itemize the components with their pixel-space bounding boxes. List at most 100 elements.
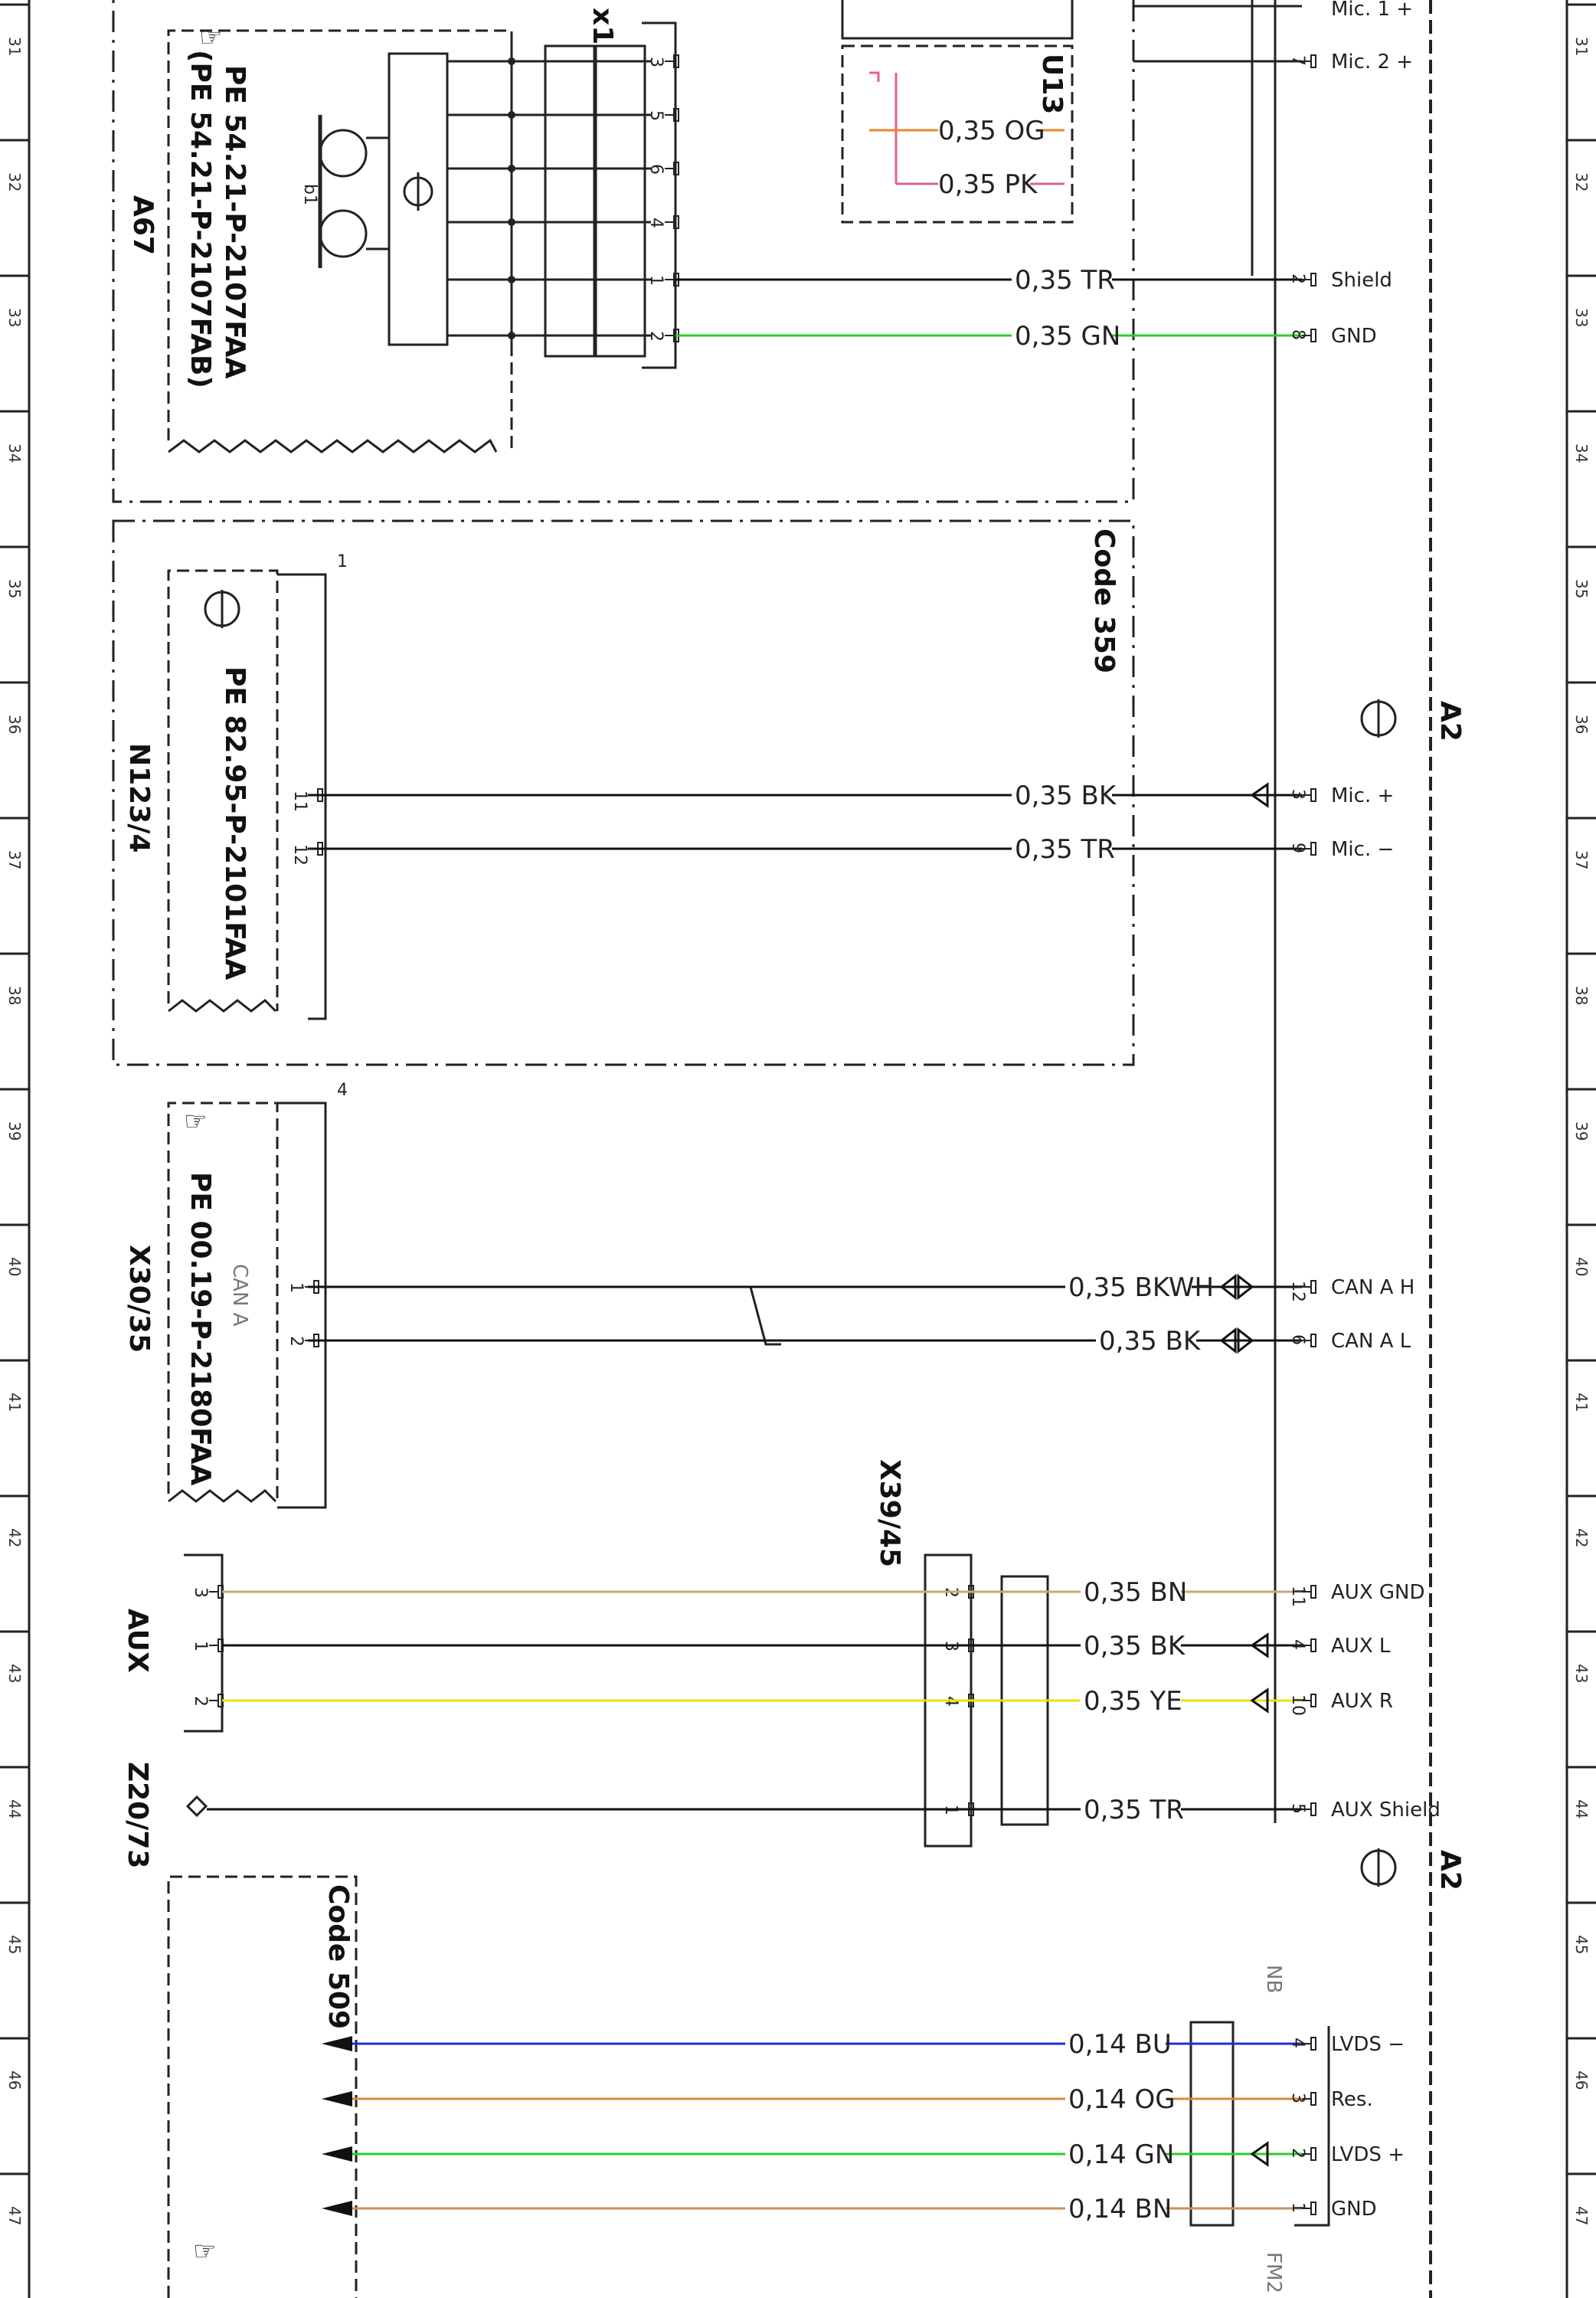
pin-number: 1 (191, 1641, 210, 1651)
a67-internal-wires (447, 38, 651, 358)
n123-transistor-icon (204, 590, 240, 628)
lvds-braid (1189, 2021, 1235, 2227)
ruler-label: 47 (5, 2206, 24, 2225)
a2-pin-number: 10 (1288, 1694, 1307, 1716)
a2-signal-name: Res. (1331, 2088, 1373, 2111)
ruler-label: 42 (5, 1528, 24, 1547)
a2-signal-name: GND (1331, 2198, 1377, 2221)
pin-number: 3 (646, 57, 666, 67)
wire-arrow (322, 2036, 352, 2051)
a2-pin-number: 5 (1288, 1803, 1307, 1814)
ruler-label: 46 (1572, 2070, 1591, 2090)
a2-pin-number: 1 (1288, 2202, 1307, 2213)
pin-terminal (665, 108, 679, 122)
ruler-label: 37 (1572, 850, 1591, 869)
u13-top-frame (841, 0, 1074, 40)
ruler-label: 36 (5, 715, 24, 734)
pin-terminal (665, 162, 679, 175)
bus-arrow (1219, 1327, 1254, 1354)
ruler-label: 41 (1572, 1393, 1591, 1412)
pin-number: 2 (191, 1696, 210, 1707)
x1-label: x1 (587, 8, 618, 44)
ruler-label: 39 (5, 1121, 24, 1141)
b1-microphone-symbols (318, 52, 449, 346)
a2-signal-name: Mic. + (1331, 784, 1394, 807)
a2-signal-name: AUX R (1331, 1690, 1393, 1713)
n123-id: N123/4 (123, 743, 155, 853)
a2-pin-terminal (1302, 788, 1316, 802)
wire-label: 0,35 BK (1015, 781, 1117, 811)
wire-label: 0,14 OG (1068, 2084, 1176, 2115)
a2-signal-name: AUX GND (1331, 1581, 1425, 1604)
a67-pe-icon: ☞ (199, 22, 222, 53)
x3035-id: X30/35 (123, 1245, 155, 1353)
pin-number: 6 (646, 164, 666, 175)
pin-number: 12 (290, 844, 309, 866)
ruler-label: 47 (1572, 2206, 1591, 2225)
a2-pin-terminal (1302, 1585, 1316, 1599)
a2-signal-name: LVDS + (1331, 2143, 1405, 2166)
ruler-label: 37 (5, 850, 24, 869)
a2-pin-number: 6 (1288, 1334, 1307, 1345)
ruler-label: 45 (5, 1935, 24, 1954)
pin-number: 1 (286, 1282, 306, 1293)
x1-connector (642, 21, 677, 369)
wire-label: 0,35 BKWH (1068, 1272, 1214, 1303)
wire-label: 0,35 BN (1084, 1577, 1187, 1608)
a2-pin-terminal (1302, 2147, 1316, 2161)
pin-terminal (209, 1638, 224, 1652)
z2073-splice (185, 1795, 208, 1818)
n123-connector (277, 573, 327, 1020)
fm2-connector (1294, 2026, 1330, 2227)
wire-label: 0,35 GN (1015, 321, 1120, 352)
wire-label: 0,35 OG (938, 116, 1045, 146)
nb-label: NB (1262, 1965, 1285, 1993)
n123-frame (167, 569, 279, 1011)
wire-group: 0,35 OG0,35 PK0,35 TR0,35 GN0,35 BK0,35 … (207, 60, 1302, 2224)
aux-pin-numbers: 3 1 2 (191, 1585, 224, 1707)
signal-arrow (1250, 1687, 1269, 1714)
ruler-label: 35 (5, 579, 24, 598)
a2-pin-number: 9 (1288, 843, 1307, 853)
x3035-bus: CAN A (228, 1264, 251, 1327)
a2-pin-terminal (1302, 273, 1316, 286)
aux-label: AUX (122, 1609, 153, 1673)
code359-frame (112, 519, 1135, 1066)
pin-number: 11 (290, 791, 309, 812)
fm2-label: FM2 (1262, 2252, 1285, 2293)
a2-signal-name: CAN A H (1331, 1276, 1414, 1299)
a2-pin-terminal (1302, 1334, 1316, 1347)
a2-signal-name: AUX Shield (1331, 1799, 1441, 1822)
can-twist (720, 1285, 781, 1346)
a67-junction-dots (508, 57, 515, 339)
ruler-label: 45 (1572, 1935, 1591, 1954)
z2073-label: Z20/73 (122, 1762, 153, 1868)
pin-number: 4 (646, 218, 666, 228)
ruler-label: 44 (5, 1799, 24, 1818)
wire-label: 0,14 GN (1068, 2139, 1174, 2170)
a2-pin-terminal (1302, 54, 1316, 68)
n123-break-line (168, 999, 277, 1013)
pin-terminal (209, 1585, 224, 1599)
signal-arrow (1250, 2141, 1269, 2167)
wire-label: 0,14 BU (1068, 2029, 1172, 2060)
ruler-label: 35 (1572, 579, 1591, 598)
a2-pin-number: 2 (1288, 2148, 1307, 2159)
pin-number: 3 (191, 1587, 210, 1598)
code359-label: Code 359 (1088, 529, 1120, 673)
n123-conn-no: 1 (337, 552, 348, 571)
a2-pin-number: 4 (1288, 1639, 1307, 1650)
a2-pin-terminal (1302, 1694, 1316, 1707)
pin-terminal (665, 273, 679, 286)
bus-arrow (1219, 1273, 1254, 1301)
signal-arrow (1250, 1632, 1269, 1658)
a67-id: A67 (127, 195, 159, 255)
a2-pin-terminal (1302, 1802, 1316, 1816)
ruler-label: 39 (1572, 1121, 1591, 1141)
ruler-label: 34 (1572, 444, 1591, 463)
pin-number: 2 (646, 331, 666, 342)
pin-terminal (665, 329, 679, 342)
x3035-frame (167, 1102, 279, 1501)
